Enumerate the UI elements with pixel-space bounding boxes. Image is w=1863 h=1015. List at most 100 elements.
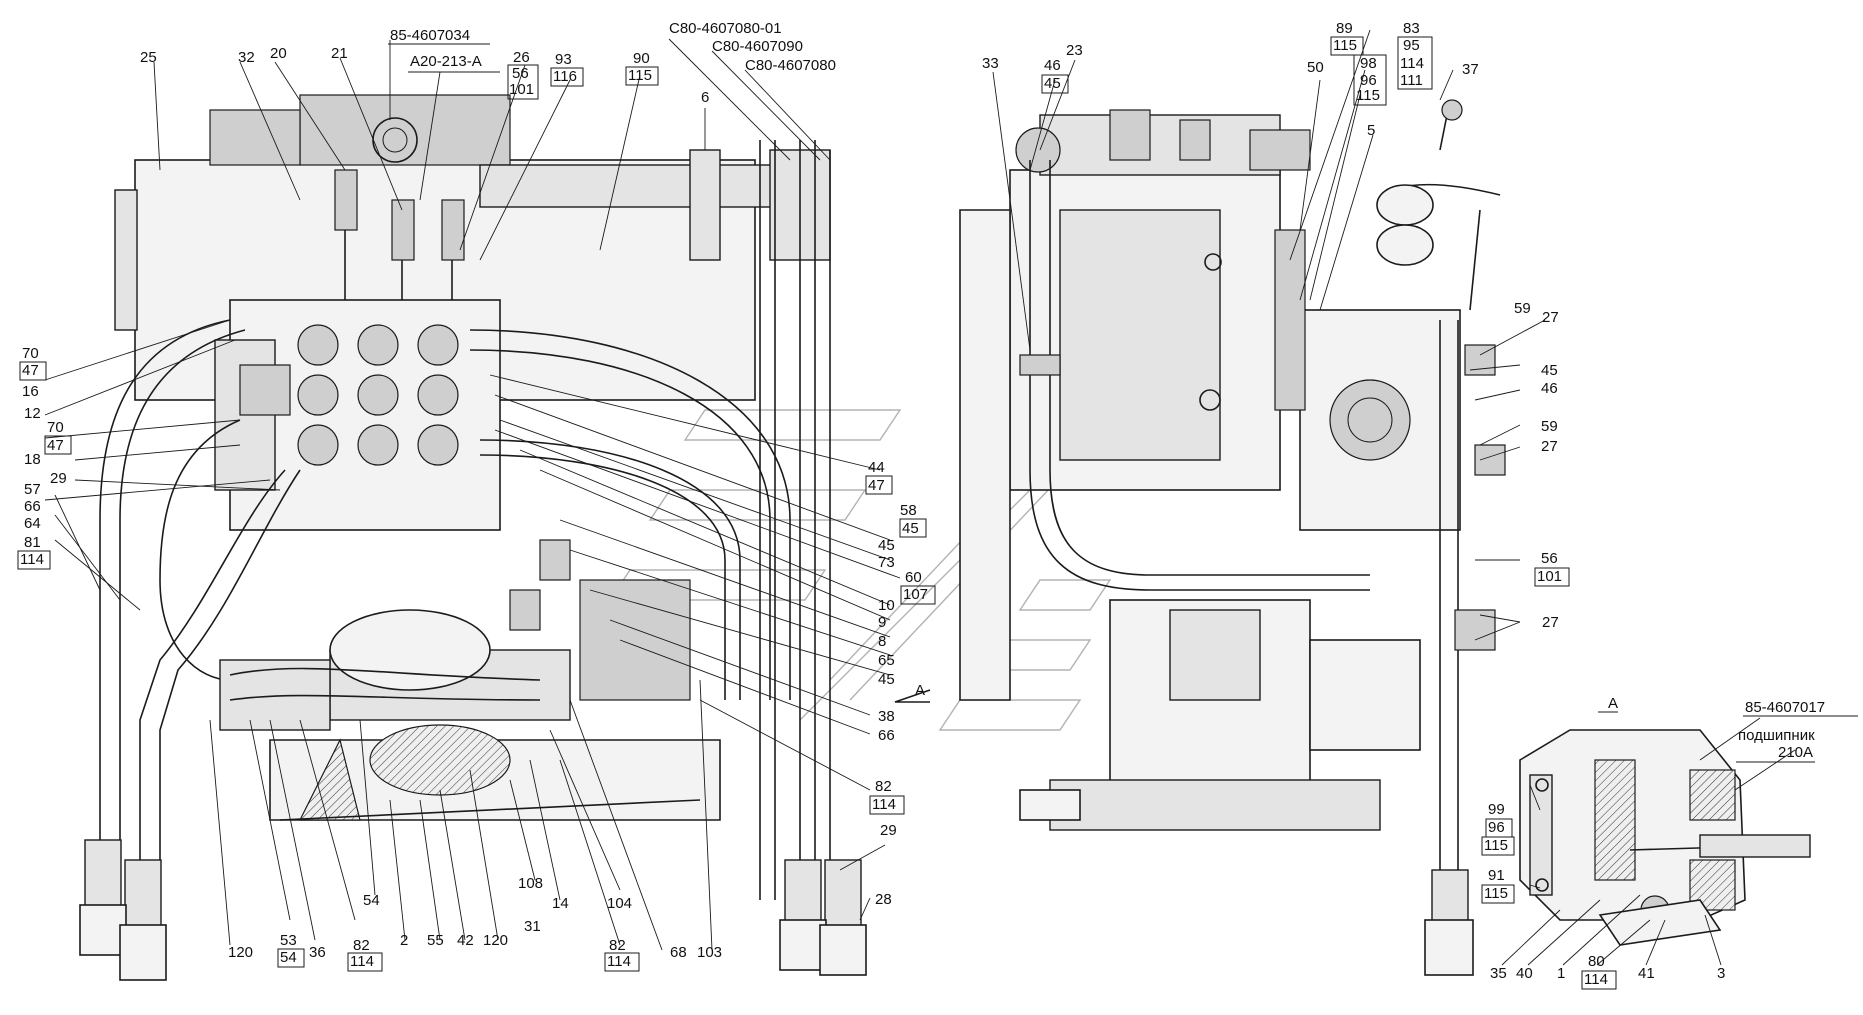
callout-115-c: 115 [1356, 87, 1380, 104]
callout-111: 111 [1400, 72, 1423, 89]
callout-96-a: 96 [1360, 72, 1377, 89]
callout-120-b: 120 [483, 932, 508, 949]
label-85-4607034: 85-4607034 [390, 27, 470, 44]
callout-50: 50 [1307, 59, 1324, 76]
callout-114-c: 114 [350, 953, 374, 970]
callout-3: 3 [1717, 965, 1725, 982]
callout-38: 38 [878, 708, 895, 725]
callout-32: 32 [238, 49, 255, 66]
callout-59-b: 59 [1541, 418, 1558, 435]
callout-44: 44 [868, 459, 885, 476]
callout-83: 83 [1403, 20, 1420, 37]
callout-33: 33 [982, 55, 999, 72]
callout-60: 60 [905, 569, 922, 586]
callout-46-b: 46 [1541, 380, 1558, 397]
callout-27-c: 27 [1542, 614, 1559, 631]
callout-68: 68 [670, 944, 687, 961]
label-bearing-code: 210А [1778, 744, 1813, 761]
callout-115-b: 115 [1333, 37, 1357, 54]
callout-45-b: 45 [878, 537, 895, 554]
callout-90: 90 [633, 50, 650, 67]
callout-41: 41 [1638, 965, 1655, 982]
label-a20-213-a: А20-213-А [410, 53, 482, 70]
callout-107: 107 [903, 586, 928, 603]
callout-70-b: 70 [47, 419, 64, 436]
callout-80: 80 [1588, 953, 1605, 970]
callout-36: 36 [309, 944, 326, 961]
callout-9: 9 [878, 614, 886, 631]
callout-103: 103 [697, 944, 722, 961]
callout-labels: С80-4607080-01 С80-4607090 С80-4607080 8… [20, 20, 1825, 988]
left-view-assembly [79, 94, 867, 981]
callout-82-a: 82 [875, 778, 892, 795]
callout-25: 25 [140, 49, 157, 66]
callout-64: 64 [24, 515, 41, 532]
callout-114-b: 114 [872, 796, 896, 813]
callout-53: 53 [280, 932, 297, 949]
callout-45-c: 45 [878, 671, 895, 688]
callout-18: 18 [24, 451, 41, 468]
callout-31: 31 [524, 918, 541, 935]
label-view-a-title: А [1608, 695, 1618, 712]
callout-114-e: 114 [1400, 55, 1424, 72]
callout-114-d: 114 [607, 953, 631, 970]
callout-46-a: 46 [1044, 57, 1061, 74]
callout-101-b: 101 [1537, 568, 1562, 585]
callout-101-a: 101 [509, 81, 534, 98]
callout-104: 104 [607, 895, 632, 912]
callout-45-a: 45 [902, 520, 919, 537]
callout-91: 91 [1488, 867, 1505, 884]
callout-26: 26 [513, 49, 530, 66]
callout-frames [17, 36, 1858, 990]
callout-93: 93 [555, 51, 572, 68]
callout-42: 42 [457, 932, 474, 949]
callout-73: 73 [878, 554, 895, 571]
callout-98: 98 [1360, 55, 1377, 72]
callout-95: 95 [1403, 37, 1420, 54]
callout-56-b: 56 [1541, 550, 1558, 567]
callout-1: 1 [1557, 965, 1565, 982]
label-bearing-word: подшипник [1738, 727, 1815, 744]
callout-81: 81 [24, 534, 41, 551]
callout-115-a: 115 [628, 67, 652, 84]
detail-view-a [1519, 729, 1811, 946]
label-c80-4607080-01: С80-4607080-01 [669, 20, 782, 37]
callout-56-a: 56 [512, 65, 529, 82]
middle-view-assembly [959, 99, 1506, 976]
callout-35: 35 [1490, 965, 1507, 982]
callout-2: 2 [400, 932, 408, 949]
callout-114-a: 114 [20, 551, 44, 568]
callout-40: 40 [1516, 965, 1533, 982]
callout-21: 21 [331, 45, 348, 62]
callout-27-b: 27 [1541, 438, 1558, 455]
callout-47-b: 47 [47, 437, 64, 454]
callout-27-a: 27 [1542, 309, 1559, 326]
callout-8: 8 [878, 633, 886, 650]
callout-12: 12 [24, 405, 41, 422]
callout-47-a: 47 [22, 362, 39, 379]
callout-120-a: 120 [228, 944, 253, 961]
callout-47-c: 47 [868, 477, 885, 494]
callout-29-a: 29 [50, 470, 67, 487]
callout-14: 14 [552, 895, 569, 912]
callout-96-b: 96 [1488, 819, 1505, 836]
callout-54-a: 54 [280, 949, 297, 966]
callout-6: 6 [701, 89, 709, 106]
callout-116: 116 [553, 68, 577, 85]
label-c80-4607080: С80-4607080 [745, 57, 836, 74]
callout-29-b: 29 [880, 822, 897, 839]
callout-37: 37 [1462, 61, 1479, 78]
callout-58: 58 [900, 502, 917, 519]
callout-59-a: 59 [1514, 300, 1531, 317]
callout-65: 65 [878, 652, 895, 669]
callout-55: 55 [427, 932, 444, 949]
label-85-4607017: 85-4607017 [1745, 699, 1825, 716]
callout-28: 28 [875, 891, 892, 908]
callout-114-f: 114 [1584, 971, 1608, 988]
callout-89: 89 [1336, 20, 1353, 37]
callout-16: 16 [22, 383, 39, 400]
callout-20: 20 [270, 45, 287, 62]
callout-54-b: 54 [363, 892, 380, 909]
label-view-a-arrow: А [915, 682, 925, 699]
